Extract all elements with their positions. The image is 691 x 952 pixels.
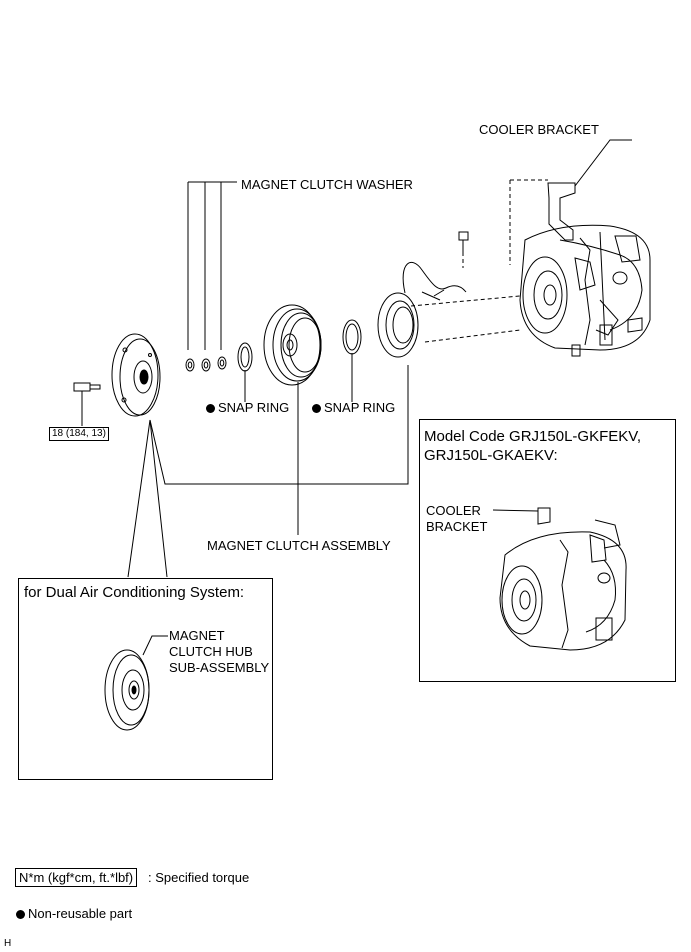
assembly-leader — [149, 365, 409, 485]
snap-ring-left-text: SNAP RING — [218, 400, 290, 415]
label-snap-ring-left: SNAP RING — [206, 400, 289, 415]
model-bracket-label-line1: COOLER — [426, 503, 481, 518]
bolt-torque-value: 18 (184, 13) — [49, 427, 109, 441]
label-magnet-clutch-assembly: MAGNET CLUTCH ASSEMBLY — [207, 538, 391, 553]
label-snap-ring-right: SNAP RING — [312, 400, 395, 415]
snap-ring-right — [342, 319, 362, 355]
dual-hub-label-line1: MAGNET — [169, 628, 225, 643]
snap-ring-left — [237, 342, 253, 372]
magnet-clutch-hub — [111, 333, 161, 417]
non-reusable-dot-icon — [312, 404, 321, 413]
compressor — [519, 224, 651, 357]
model-code-box — [419, 419, 676, 682]
model-bracket-label-line2: BRACKET — [426, 519, 488, 534]
dual-ac-box-title: for Dual Air Conditioning System: — [24, 584, 245, 601]
non-reusable-dot-icon — [16, 910, 25, 919]
model-compressor — [499, 519, 627, 651]
dual-magnet-clutch-hub — [104, 649, 150, 731]
dual-hub-label-line2: CLUTCH HUB — [169, 644, 253, 659]
model-cooler-bracket — [537, 507, 551, 525]
magnet-clutch-washers — [185, 356, 227, 372]
bolt — [73, 382, 101, 426]
field-coil — [377, 292, 419, 358]
legend-torque-unit: N*m (kgf*cm, ft.*lbf) — [15, 868, 138, 887]
cooler-bracket — [547, 182, 576, 241]
snap-ring-right-text: SNAP RING — [324, 400, 396, 415]
washer-leader-lines — [187, 181, 237, 350]
dual-ac-box — [18, 578, 273, 780]
coil-wire — [402, 261, 467, 294]
label-magnet-clutch-washer: MAGNET CLUTCH WASHER — [241, 177, 413, 192]
non-reusable-dot-icon — [206, 404, 215, 413]
label-cooler-bracket: COOLER BRACKET — [479, 122, 599, 137]
model-box-title-line1: Model Code GRJ150L-GKFEKV, — [424, 428, 642, 445]
coil-bolt — [458, 231, 469, 252]
model-box-title-line2: GRJ150L-GKAEKV: — [424, 447, 558, 464]
dual-hub-label-line3: SUB-ASSEMBLY — [169, 660, 270, 675]
magnet-clutch-pulley — [263, 304, 322, 386]
legend-non-reusable: Non-reusable part — [16, 906, 132, 921]
legend-torque-desc: : Specified torque — [148, 870, 250, 885]
legend-non-reusable-text: Non-reusable part — [28, 906, 133, 921]
footer-code: H — [4, 938, 12, 949]
